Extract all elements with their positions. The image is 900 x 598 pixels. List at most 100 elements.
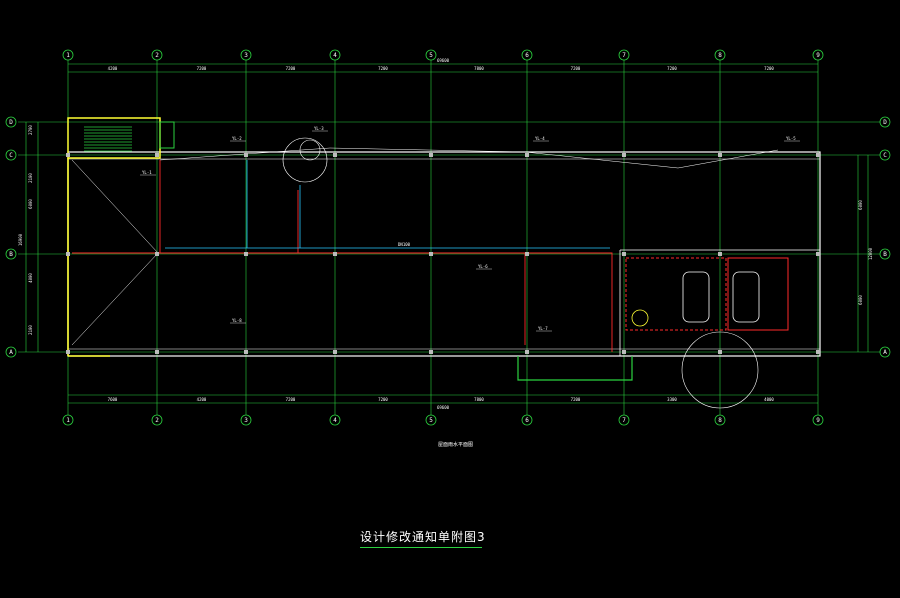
column <box>718 350 722 354</box>
column <box>525 252 529 256</box>
axis-bubble <box>5 149 17 161</box>
top-span-dim: 7200 <box>667 66 677 71</box>
bottom-span-dim: 4000 <box>764 397 774 402</box>
column <box>66 153 70 157</box>
top-span-dim: 7200 <box>197 66 207 71</box>
axis-bubble <box>5 116 17 128</box>
column <box>155 350 159 354</box>
column <box>718 153 722 157</box>
axis-bubble-label: 8 <box>718 417 722 424</box>
top-span-dim: 4200 <box>108 66 118 71</box>
axis-bubble-label: C <box>883 152 887 159</box>
top-span-dim: 7200 <box>571 66 581 71</box>
column <box>333 252 337 256</box>
axis-bubble-label: D <box>883 119 887 126</box>
bottom-span-dim: 7200 <box>286 397 296 402</box>
riser-tag: YL-3 <box>314 126 324 131</box>
column <box>622 252 626 256</box>
axis-bubble-label: 8 <box>718 52 722 59</box>
riser-tag: YL-7 <box>538 326 548 331</box>
bottom-total-dim: 69600 <box>437 405 450 410</box>
right-span-dim: 6000 <box>858 200 863 210</box>
axis-bubble <box>5 248 17 260</box>
left-span-dim: 2100 <box>28 325 33 335</box>
left-span-dim: 2100 <box>28 173 33 183</box>
axis-bubble <box>240 414 252 426</box>
top-span-dim: 7200 <box>378 66 388 71</box>
bottom-span-dim: 7600 <box>108 397 118 402</box>
column <box>244 252 248 256</box>
axis-bubble-label: B <box>883 251 887 258</box>
axis-bubble-label: D <box>9 119 13 126</box>
axis-bubble-label: A <box>9 349 13 356</box>
riser-tag: YL-8 <box>232 318 242 323</box>
axis-bubble-label: 2 <box>155 52 159 59</box>
equipment-room <box>517 257 789 409</box>
sheet-title: 设计修改通知单附图3 <box>360 530 486 544</box>
building-walls <box>67 147 821 357</box>
axis-bubble-label: 4 <box>333 417 337 424</box>
axis-bubble-label: 2 <box>155 417 159 424</box>
axis-bubble-label: C <box>9 152 13 159</box>
axis-bubble-label: 6 <box>525 52 529 59</box>
vertical-axis-lines <box>67 58 819 415</box>
column <box>244 153 248 157</box>
axis-bubble <box>329 414 341 426</box>
title-underline <box>360 547 482 548</box>
column <box>816 350 820 354</box>
column-markers <box>66 153 820 354</box>
top-span-dim: 7800 <box>474 66 484 71</box>
riser-tag: YL-4 <box>535 136 545 141</box>
column <box>525 350 529 354</box>
axis-bubble-label: 1 <box>66 52 70 59</box>
axis-bubble <box>62 49 74 61</box>
column <box>66 350 70 354</box>
column <box>429 350 433 354</box>
column <box>155 153 159 157</box>
axis-bubble <box>151 414 163 426</box>
roof-slope-lines <box>71 159 159 346</box>
bottom-span-dim: 7800 <box>474 397 484 402</box>
axis-bubble <box>62 414 74 426</box>
axis-bubble-label: 6 <box>525 417 529 424</box>
axis-bubble <box>618 414 630 426</box>
axis-bubble <box>812 49 824 61</box>
column <box>429 153 433 157</box>
column <box>333 350 337 354</box>
column <box>429 252 433 256</box>
riser-tag: YL-5 <box>786 136 796 141</box>
axis-bubble-label: 3 <box>244 52 248 59</box>
column <box>244 350 248 354</box>
pipe-tag: DN100 <box>398 242 411 247</box>
axis-bubble-label: A <box>883 349 887 356</box>
axis-bubble-label: 4 <box>333 52 337 59</box>
axis-bubble <box>879 346 891 358</box>
axis-bubble <box>521 49 533 61</box>
axis-bubble <box>879 116 891 128</box>
bottom-span-dim: 4200 <box>197 397 207 402</box>
axis-bubble <box>5 346 17 358</box>
riser-tag: YL-6 <box>478 264 488 269</box>
bottom-span-dim: 7200 <box>571 397 581 402</box>
axis-bubble <box>879 149 891 161</box>
axis-bubble <box>240 49 252 61</box>
column <box>622 153 626 157</box>
riser-tag: YL-2 <box>232 136 242 141</box>
bottom-span-dim: 7200 <box>378 397 388 402</box>
axis-bubble <box>618 49 630 61</box>
tree-symbol <box>282 137 328 183</box>
right-span-dim: 6000 <box>858 295 863 305</box>
column <box>333 153 337 157</box>
axis-bubble-label: 7 <box>622 52 626 59</box>
axis-bubble-label: 3 <box>244 417 248 424</box>
top-span-dim: 7200 <box>764 66 774 71</box>
column <box>718 252 722 256</box>
axis-bubble <box>879 248 891 260</box>
axis-bubble-label: 5 <box>429 52 433 59</box>
left-span-dim: 6000 <box>28 199 33 209</box>
stair-block <box>67 117 175 357</box>
axis-bubble-label: 7 <box>622 417 626 424</box>
